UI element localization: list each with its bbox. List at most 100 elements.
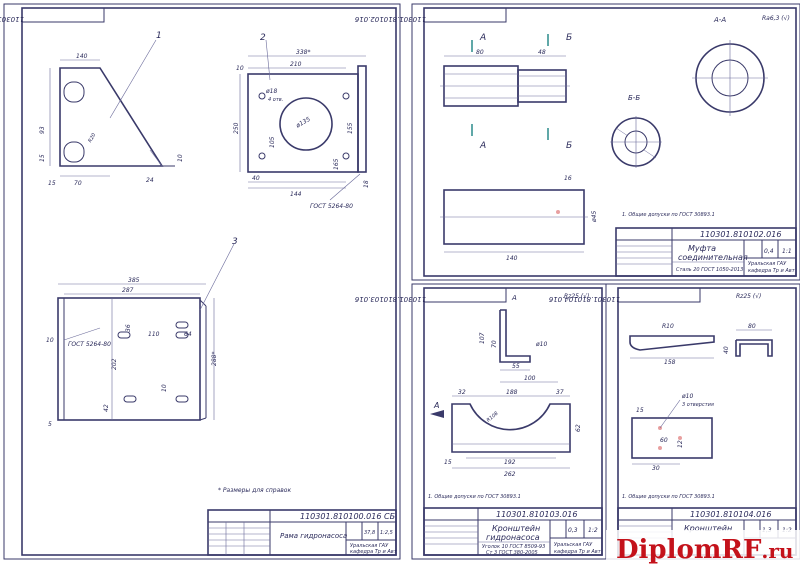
dim-287: 287 bbox=[122, 287, 134, 294]
coupling-org2: кафедра Тр и Авт bbox=[748, 268, 796, 274]
dim-155: 155 bbox=[347, 122, 354, 134]
dim-70: 70 bbox=[74, 180, 82, 187]
coupling-dim-45: ø45 bbox=[591, 211, 598, 223]
bracket2-note: 1. Общие допуски по ГОСТ 30893.1 bbox=[622, 494, 715, 500]
bracket1-dim-32: 32 bbox=[458, 389, 466, 396]
dim-10-plate: 10 bbox=[236, 65, 244, 72]
bracket1-dim-107: 107 bbox=[479, 332, 486, 344]
gost-weld-1: ГОСТ 5264-80 bbox=[310, 203, 353, 210]
coupling-dim-80: 80 bbox=[476, 49, 484, 56]
coupling-dim-140: 140 bbox=[506, 255, 518, 262]
bracket1-dim-100: 100 bbox=[524, 375, 536, 382]
coupling-title1: Муфта bbox=[688, 244, 716, 253]
bracket2-dim-80: 80 bbox=[748, 323, 756, 330]
bracket1-view-a-label: А bbox=[511, 294, 517, 302]
bracket1-dim-262: 262 bbox=[504, 471, 516, 478]
bracket1-dim-r108: R108 bbox=[486, 411, 500, 424]
coupling-section-b-bottom: Б bbox=[566, 141, 572, 151]
bracket1-material2: Ст 3 ГОСТ 380-2005 bbox=[486, 550, 538, 556]
dim-250: 250 bbox=[233, 122, 240, 134]
coupling-rot-code-box: 110301.810102.016 bbox=[354, 7, 507, 23]
bracket1-dim-70: 70 bbox=[491, 340, 498, 348]
bracket1-dim-188: 188 bbox=[506, 389, 518, 396]
frame-title-block: 110301.810100.016 СБ Рама гидронасоса 37… bbox=[207, 509, 398, 556]
dim-36: 36 bbox=[125, 324, 132, 332]
bracket2-holes: 3 отверстия bbox=[682, 402, 714, 408]
frame-scale: 1:2,5 bbox=[380, 530, 393, 536]
sheet-coupling-border bbox=[411, 3, 800, 281]
frame-rot-code: 110301.810100.016 СБ bbox=[0, 15, 24, 23]
bracket1-dim-d10: ø10 bbox=[535, 341, 547, 348]
bracket1-code: 110301.810103.016 bbox=[496, 510, 577, 519]
coupling-label-bb: Б-Б bbox=[628, 94, 640, 102]
dim-385: 385 bbox=[128, 277, 140, 284]
bracket2-dim-40: 40 bbox=[723, 346, 730, 354]
dim-64: 64 bbox=[184, 331, 192, 338]
dim-10: 10 bbox=[177, 154, 184, 162]
bracket2-top-view: 158 R10 80 40 Rz25 (√) bbox=[629, 293, 773, 366]
dim-18: 18 bbox=[363, 180, 370, 188]
bracket2-dim-30: 30 bbox=[652, 465, 660, 472]
coupling-section-a-bottom: А bbox=[479, 141, 486, 151]
bracket1-dim-62: 62 bbox=[575, 424, 582, 432]
coupling-section-a-top: А bbox=[479, 33, 486, 43]
dim-holes-count: 4 отв. bbox=[268, 97, 283, 103]
bracket1-scale: 1:2 bbox=[588, 527, 598, 534]
bracket2-rot-code-box: 110301.810104.016 bbox=[548, 287, 701, 303]
bracket2-dim-158: 158 bbox=[664, 359, 676, 366]
frame-org1: Уральская ГАУ bbox=[350, 543, 389, 549]
dim-338: 338* bbox=[296, 49, 310, 56]
frame-title: Рама гидронасоса bbox=[280, 532, 347, 540]
bracket1-mass: 0,3 bbox=[568, 527, 578, 534]
bracket2-dim-12: 12 bbox=[677, 440, 684, 448]
dim-288: 288* bbox=[211, 352, 218, 366]
dim-210: 210 bbox=[290, 61, 302, 68]
part1-gusset: 140 93 15 15 70 R20 10 24 1 bbox=[39, 31, 184, 187]
dim-r20: R20 bbox=[87, 132, 97, 144]
bracket1-title2: гидронасоса bbox=[486, 533, 540, 542]
coupling-title-block: 110301.810102.016 Муфта соединительная С… bbox=[615, 227, 797, 277]
bracket1-arrow-a: А bbox=[433, 401, 439, 410]
bracket1-dim-55: 55 bbox=[512, 363, 520, 370]
sheet-frame-inner bbox=[21, 7, 397, 556]
dim-202: 202 bbox=[111, 358, 118, 370]
frame-code: 110301.810100.016 СБ bbox=[300, 512, 396, 521]
dim-circle: ø135 bbox=[294, 116, 312, 130]
frame-rot-code-box: 110301.810100.016 СБ bbox=[0, 7, 105, 23]
coupling-dim-48: 48 bbox=[538, 49, 546, 56]
bracket1-title1: Кронштейн bbox=[492, 524, 540, 533]
dim-10-left: 10 bbox=[46, 337, 54, 344]
bracket1-roughness: Rz25 (√) bbox=[564, 293, 589, 300]
bracket1-material: Уголок 10 ГОСТ 8509-93 bbox=[482, 544, 545, 550]
coupling-section-bb: Б-Б bbox=[610, 94, 662, 168]
bracket2-plate-view: ø10 3 отверстия 15 60 30 12 bbox=[631, 393, 714, 472]
frame-note: * Размеры для справок bbox=[218, 487, 291, 494]
bracket1-title-block: 110301.810103.016 Кронштейн гидронасоса … bbox=[423, 507, 603, 556]
gost-weld-2: ГОСТ 5264-80 bbox=[68, 341, 111, 348]
bracket1-org2: кафедра Тр и Авт bbox=[554, 549, 602, 555]
dim-93: 93 bbox=[39, 126, 46, 134]
coupling-section-b-top: Б bbox=[566, 33, 572, 43]
bracket2-code: 110301.810104.016 bbox=[690, 510, 771, 519]
dim-40: 40 bbox=[252, 175, 260, 182]
dim-10-base: 10 bbox=[161, 384, 168, 392]
bracket2-dim-r10: R10 bbox=[662, 323, 674, 330]
coupling-org1: Уральская ГАУ bbox=[748, 261, 787, 267]
dim-105: 105 bbox=[269, 136, 276, 148]
dim-140: 140 bbox=[76, 53, 88, 60]
pos-2: 2 bbox=[260, 33, 266, 43]
sheet-coupling-inner bbox=[423, 7, 797, 277]
dim-42: 42 bbox=[103, 404, 110, 412]
dim-144: 144 bbox=[290, 191, 302, 198]
bracket2-rot-code: 110301.810104.016 bbox=[548, 295, 620, 303]
watermark-text: DiplomRF.ru bbox=[616, 535, 793, 565]
dim-110: 110 bbox=[148, 331, 160, 338]
bracket1-rot-code-box: 110301.810103.016 bbox=[354, 287, 507, 303]
dim-5: 5 bbox=[48, 421, 52, 428]
coupling-dim-16: 16 bbox=[564, 175, 572, 182]
bracket2-dim-15: 15 bbox=[636, 407, 644, 414]
coupling-rot-code: 110301.810102.016 bbox=[354, 15, 426, 23]
coupling-side-view: 140 ø45 16 bbox=[440, 175, 598, 262]
coupling-shaft-view: 80 48 А А Б Б bbox=[440, 33, 572, 151]
